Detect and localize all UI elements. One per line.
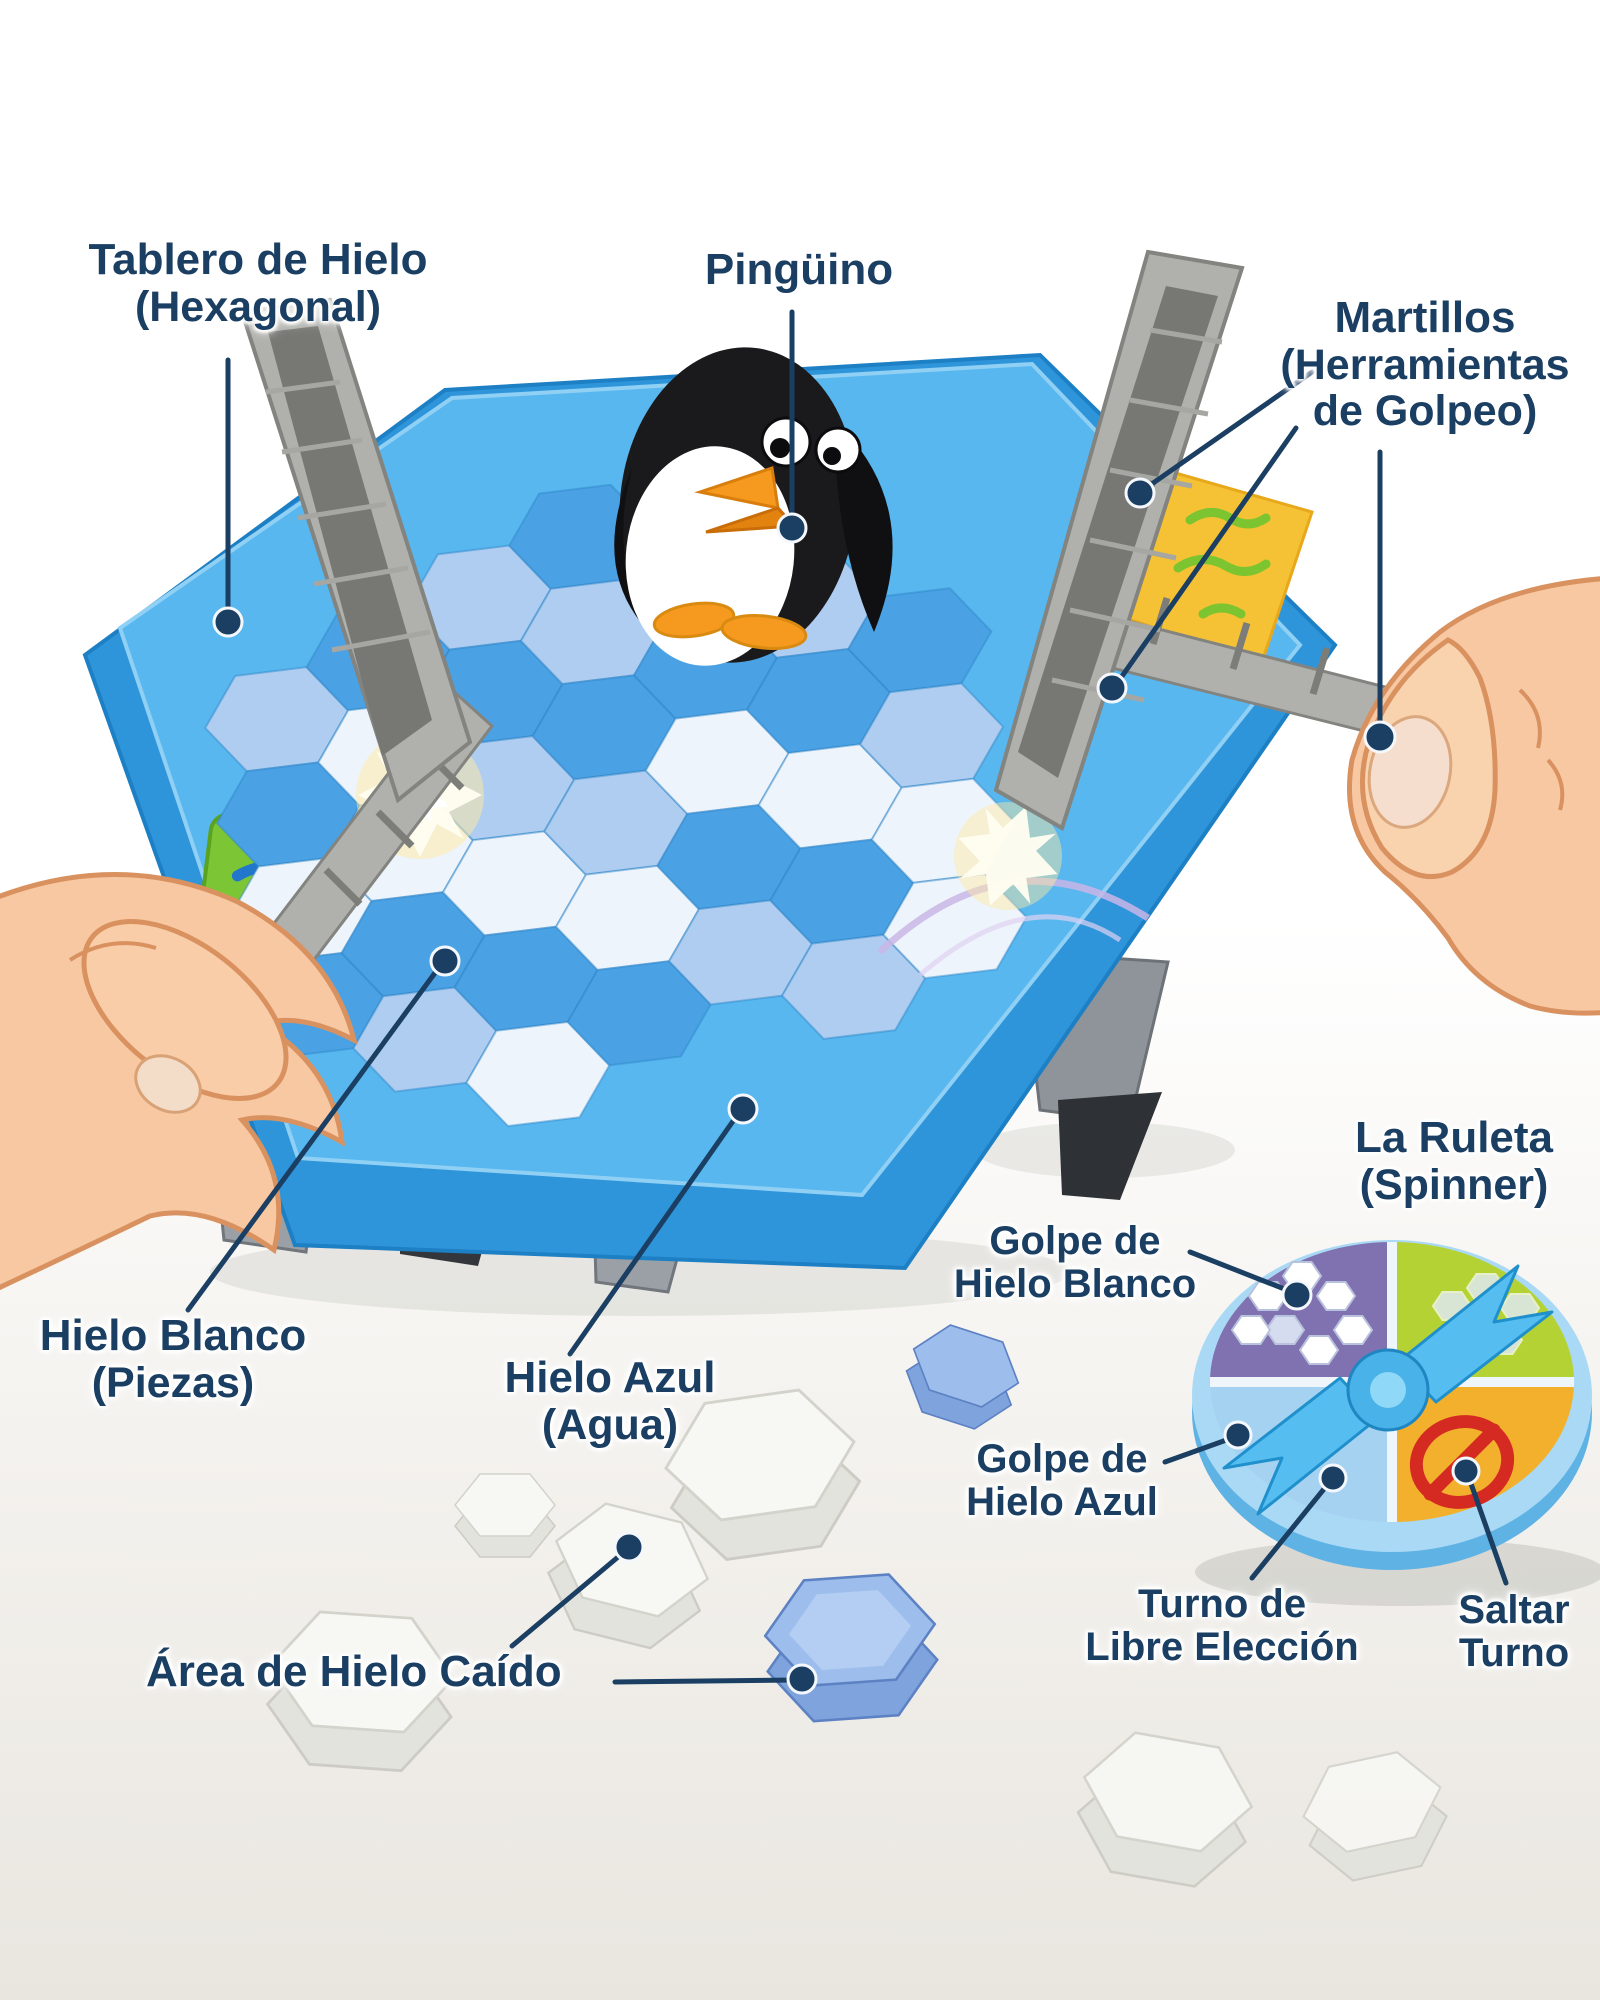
penguin-beak xyxy=(694,466,780,510)
label-spinner-subtitle: (Spinner) xyxy=(1359,1160,1549,1209)
impact-burst-right xyxy=(877,788,1150,977)
label-white-hit: Golpe de Hielo Blanco xyxy=(920,1219,1230,1307)
pointer-free-turn-line xyxy=(1249,1481,1331,1581)
label-white-ice-title: Hielo Blanco xyxy=(39,1311,307,1360)
pointer-hammer-top-dot xyxy=(1124,477,1156,509)
pointer-hammer-hand-dot xyxy=(1363,720,1397,754)
pointer-white-ice-dot xyxy=(429,945,461,977)
label-blue-hit: Golpe de Hielo Azul xyxy=(907,1437,1217,1525)
pointer-fallen-white-line xyxy=(509,1549,627,1649)
pointer-white-hit-dot xyxy=(1281,1279,1313,1311)
pointer-penguin-dot xyxy=(776,512,808,544)
fallen-piece-white xyxy=(1293,1743,1457,1889)
label-spinner: La Ruleta (Spinner) xyxy=(1308,1114,1600,1208)
fallen-piece-white xyxy=(1067,1724,1263,1896)
label-fallen-area-title: Área de Hielo Caído xyxy=(146,1647,562,1696)
label-hammers-subtitle1: (Herramientas xyxy=(1280,340,1570,389)
spinner-sector-white-hit xyxy=(1210,1242,1392,1382)
pointer-blue-hit-dot xyxy=(1223,1420,1253,1450)
label-white-ice-subtitle: (Piezas) xyxy=(91,1358,255,1407)
spinner-arrow-icon xyxy=(1222,1264,1554,1516)
pointer-hammer-top-line xyxy=(1143,369,1315,491)
label-free-turn-line1: Turno de xyxy=(1137,1582,1307,1626)
player-hand-left xyxy=(0,872,358,1291)
label-hammers-subtitle2: de Golpeo) xyxy=(1312,386,1538,435)
pointer-white-hit-line xyxy=(1187,1249,1295,1295)
pointer-skip-turn-dot xyxy=(1451,1456,1481,1486)
label-white-hit-line2: Hielo Blanco xyxy=(953,1262,1197,1307)
pointer-white-ice-line xyxy=(185,963,443,1313)
label-white-hit-line1: Golpe de xyxy=(989,1219,1161,1263)
fallen-piece-blue xyxy=(895,1315,1030,1439)
penguin-figure xyxy=(614,347,893,666)
label-board-title: Tablero de Hielo xyxy=(88,235,428,284)
player-hand-right xyxy=(1347,576,1600,1016)
pointer-free-turn-dot xyxy=(1318,1463,1348,1493)
label-hammers: Martillos (Herramientas de Golpeo) xyxy=(1250,294,1600,434)
fallen-piece-blue xyxy=(760,1570,943,1726)
thumb-nail-left xyxy=(134,1054,202,1114)
fallen-piece-white xyxy=(454,1473,556,1558)
pointer-fallen-white-dot xyxy=(613,1531,645,1563)
pointer-skip-turn-line xyxy=(1466,1475,1509,1586)
pointer-blue-ice-dot xyxy=(727,1093,759,1125)
label-hammers-title: Martillos xyxy=(1334,293,1516,342)
label-spinner-title: La Ruleta xyxy=(1354,1113,1554,1162)
label-white-ice: Hielo Blanco (Piezas) xyxy=(8,1312,338,1406)
label-skip-turn-line1: Saltar xyxy=(1458,1588,1570,1632)
label-free-turn: Turno de Libre Elección xyxy=(1062,1582,1382,1670)
pointer-fallen-blue-line xyxy=(612,1677,799,1685)
pointer-fallen-blue-dot xyxy=(786,1663,818,1695)
label-fallen-area: Área de Hielo Caído xyxy=(146,1648,616,1696)
label-board-subtitle: (Hexagonal) xyxy=(134,282,382,331)
label-free-turn-line2: Libre Elección xyxy=(1085,1625,1359,1670)
label-blue-ice-subtitle: (Agua) xyxy=(541,1400,679,1449)
label-penguin-title: Pingüino xyxy=(704,245,894,294)
pointer-blue-hit-line xyxy=(1162,1435,1235,1465)
label-blue-hit-line1: Golpe de xyxy=(976,1437,1148,1481)
pointer-board-dot xyxy=(212,606,244,638)
pointer-hammer-mid-line xyxy=(1115,425,1299,685)
pointer-blue-ice-line xyxy=(567,1111,741,1357)
pointer-hammer-mid-dot xyxy=(1096,672,1128,704)
pointer-dots xyxy=(212,477,1481,1695)
label-penguin: Pingüino xyxy=(664,246,934,294)
label-blue-hit-line2: Hielo Azul xyxy=(966,1480,1158,1525)
label-board: Tablero de Hielo (Hexagonal) xyxy=(38,236,478,330)
label-skip-turn-line2: Turno xyxy=(1458,1631,1570,1676)
label-blue-ice: Hielo Azul (Agua) xyxy=(445,1354,775,1448)
spinner-wheel xyxy=(1192,1240,1600,1606)
label-skip-turn: Saltar Turno xyxy=(1424,1588,1600,1676)
label-blue-ice-title: Hielo Azul xyxy=(504,1353,716,1402)
pointer-lines xyxy=(185,309,1509,1685)
